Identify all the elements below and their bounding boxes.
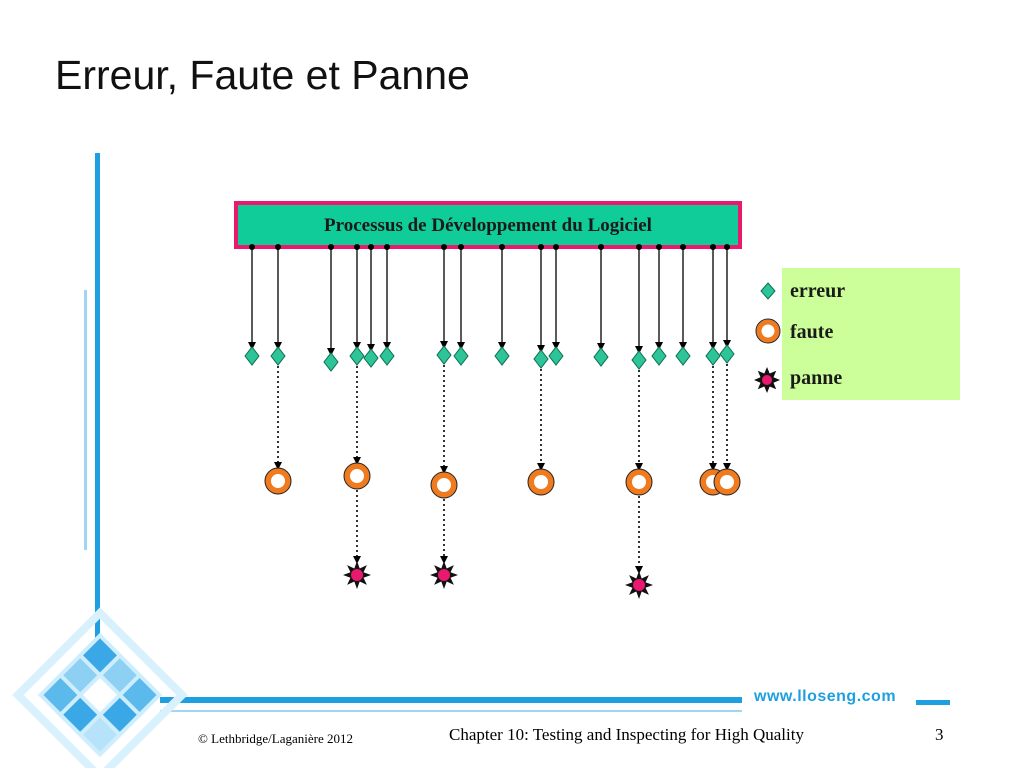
error-arrow — [353, 244, 361, 350]
error-arrow — [679, 244, 687, 350]
error-arrow — [635, 244, 643, 354]
fault-ring — [625, 468, 653, 496]
legend-error-label: erreur — [790, 280, 845, 302]
error-diamond — [436, 345, 452, 365]
error-diamond — [379, 346, 395, 366]
error-arrow — [655, 244, 663, 350]
error-diamond — [705, 346, 721, 366]
error-arrow — [537, 244, 545, 353]
footer-chapter: Chapter 10: Testing and Inspecting for H… — [449, 725, 804, 744]
error-arrow — [383, 244, 391, 350]
process-bar — [234, 201, 742, 249]
error-diamond — [719, 344, 735, 364]
legend: erreur faute panne — [754, 268, 960, 400]
fault-arrows — [274, 364, 731, 474]
error-diamond — [494, 346, 510, 366]
failure-arrows — [353, 490, 643, 574]
error-arrow — [274, 244, 282, 350]
fault-ring — [264, 467, 292, 495]
error-arrows — [248, 244, 731, 356]
legend-fault-ring-icon — [756, 319, 780, 343]
legend-fault-label: faute — [790, 321, 833, 343]
error-arrow — [552, 244, 560, 350]
error-diamond — [548, 346, 564, 366]
failure-star — [430, 561, 458, 589]
footer-page-number: 3 — [935, 725, 944, 744]
error-diamond — [453, 346, 469, 366]
process-label: Processus de Développement du Logiciel — [324, 215, 652, 236]
error-diamond — [651, 346, 667, 366]
fault-ring — [527, 468, 555, 496]
error-diamond — [323, 352, 339, 372]
legend-failure-star-icon — [754, 367, 780, 393]
error-arrow — [327, 244, 335, 356]
fault-marks — [264, 462, 741, 499]
failure-marks — [343, 561, 653, 599]
website-label: www.lloseng.com — [754, 688, 897, 705]
error-marks — [244, 344, 735, 372]
error-diamond — [349, 346, 365, 366]
page-title: Erreur, Faute et Panne — [55, 52, 470, 98]
legend-fault-ring-outline — [755, 318, 781, 344]
failure-star — [625, 571, 653, 599]
error-arrow — [723, 244, 731, 348]
error-arrow — [440, 244, 448, 349]
error-arrow — [457, 244, 465, 350]
legend-box — [782, 268, 960, 400]
fault-ring — [343, 462, 371, 490]
legend-error-diamond-icon — [760, 282, 776, 300]
error-diamond — [631, 350, 647, 370]
error-arrow — [498, 244, 506, 350]
error-diamond — [593, 347, 609, 367]
error-diamond — [363, 348, 379, 368]
footer-copyright: © Lethbridge/Laganière 2012 — [198, 731, 353, 746]
slide-decoration — [12, 153, 950, 768]
error-diamond — [533, 349, 549, 369]
error-arrow — [709, 244, 717, 350]
legend-failure-label: panne — [790, 367, 842, 389]
error-arrow — [597, 244, 605, 351]
error-arrow — [248, 244, 256, 350]
mosaic-logo — [12, 607, 188, 768]
failure-star — [343, 561, 371, 589]
error-diamond — [244, 346, 260, 366]
error-arrow — [367, 244, 375, 352]
fault-ring — [713, 468, 741, 496]
error-diamond — [675, 346, 691, 366]
error-diamond — [270, 346, 286, 366]
fault-ring — [430, 471, 458, 499]
